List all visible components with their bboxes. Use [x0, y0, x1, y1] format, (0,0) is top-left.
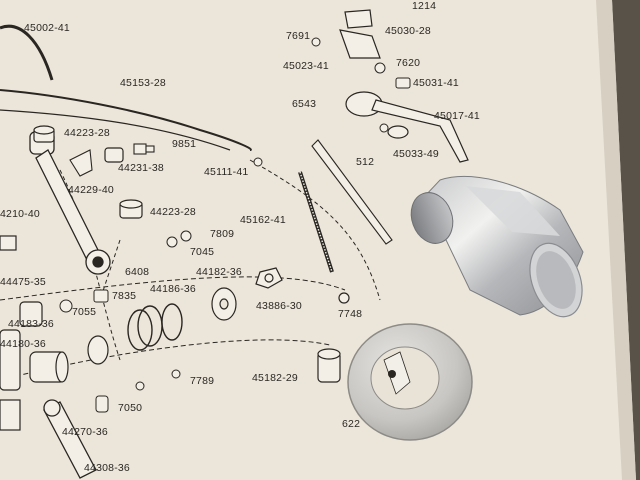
- cable-line-top: [0, 24, 54, 81]
- small-parts: [59, 37, 411, 413]
- cable-line-lower: [0, 109, 231, 151]
- cotter-pin-part: [311, 139, 393, 245]
- washer-part-1: [211, 287, 237, 321]
- link-rod-part: [29, 131, 111, 275]
- dashed-line-3: [249, 159, 381, 301]
- spring-part: [127, 303, 183, 351]
- dashed-line-1: [0, 276, 346, 301]
- nut-part-1: [255, 267, 283, 289]
- nut-part-2: [317, 348, 341, 383]
- cable-line-long: [0, 89, 252, 151]
- bushing-part-3: [104, 147, 124, 163]
- left-assembly-part: [0, 235, 43, 431]
- bell-crank-part: [339, 9, 469, 163]
- bushing-part-2: [119, 199, 143, 219]
- lever-arm-part: [43, 399, 97, 479]
- threaded-rod-part: [298, 171, 334, 273]
- nut-part-3: [338, 292, 350, 304]
- washer-part-2: [87, 335, 109, 365]
- bushing-part-1: [33, 125, 55, 143]
- cylinder-part: [29, 351, 69, 383]
- fitting-part: [133, 143, 155, 155]
- paper-shadow-edge: [596, 0, 636, 480]
- bracket-part: [69, 149, 93, 177]
